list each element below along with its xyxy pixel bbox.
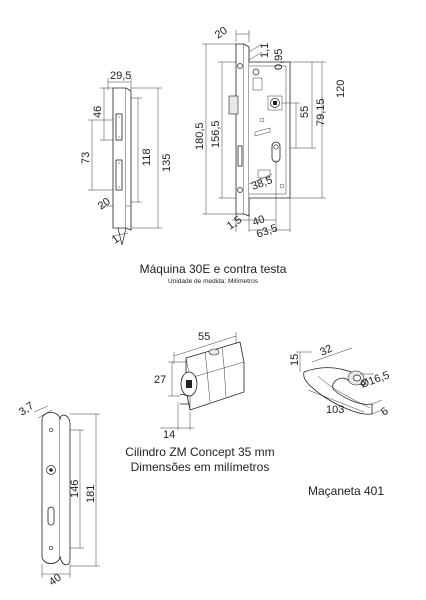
escutcheon-dim-40: 40 xyxy=(47,572,64,589)
strike-dim-1: 1 xyxy=(110,233,122,246)
strike-plate-outline xyxy=(112,87,132,246)
cylinder-caption: Cilindro ZM Concept 35 mm xyxy=(125,445,274,459)
mortise-lock-body xyxy=(228,43,291,217)
mortise-dim-79-15: 79,15 xyxy=(315,98,327,126)
handle-dim-6: 6 xyxy=(379,405,391,418)
machine-caption: Máquina 30E e contra testa xyxy=(140,262,287,276)
handle-caption: Maçaneta 401 xyxy=(308,484,384,498)
handle-dim-32: 32 xyxy=(318,343,334,359)
strike-dim-135: 135 xyxy=(161,154,173,172)
strike-dim-118: 118 xyxy=(141,148,153,166)
handle-dim-15: 15 xyxy=(289,354,301,366)
escutcheon-drawing: 3,7 146 181 40 xyxy=(17,400,100,589)
cylinder-drawing: 55 27 14 xyxy=(154,331,245,441)
mortise-dim-180-5: 180,5 xyxy=(194,122,206,150)
escutcheon-plate xyxy=(41,412,71,566)
strike-plate-drawing: 29,5 46 73 118 135 20 1 xyxy=(80,70,173,246)
escutcheon-dim-181: 181 xyxy=(85,485,97,503)
handle-body xyxy=(303,367,373,415)
cylinder-body xyxy=(179,341,245,411)
mortise-dim-55: 55 xyxy=(299,106,311,118)
mortise-dim-20: 20 xyxy=(213,25,230,42)
mortise-dim-120: 120 xyxy=(335,80,347,98)
strike-dim-20: 20 xyxy=(96,196,113,213)
machine-units-caption: Unidade de medida: Milímetros xyxy=(168,278,259,285)
escutcheon-dim-3-7: 3,7 xyxy=(17,400,36,419)
cylinder-dim-14: 14 xyxy=(163,429,175,441)
escutcheon-dim-146: 146 xyxy=(69,480,81,498)
handle-drawing: 15 32 Ø16,5 103 6 xyxy=(289,343,391,419)
strike-dim-73: 73 xyxy=(80,152,92,164)
mortise-dim-1-1: 1,1 xyxy=(259,43,271,58)
handle-dim-103: 103 xyxy=(326,404,344,416)
cylinder-dim-27: 27 xyxy=(154,374,166,386)
mortise-dim-0-95: 0,95 xyxy=(273,49,285,70)
strike-dim-29-5: 29,5 xyxy=(110,70,131,82)
cylinder-units-caption: Dimensões em milímetros xyxy=(131,460,270,474)
mortise-dim-40: 40 xyxy=(251,213,267,228)
handle-dim-diameter-16-5: Ø16,5 xyxy=(359,369,391,391)
mortise-dim-1-5: 1,5 xyxy=(225,214,244,233)
strike-dim-46: 46 xyxy=(92,106,104,118)
mortise-lock-drawing: 20 1,1 0,95 180,5 156,5 120 79,15 55 38,… xyxy=(194,25,347,241)
mortise-dim-156-5: 156,5 xyxy=(210,120,222,148)
cylinder-dim-55: 55 xyxy=(198,331,210,343)
